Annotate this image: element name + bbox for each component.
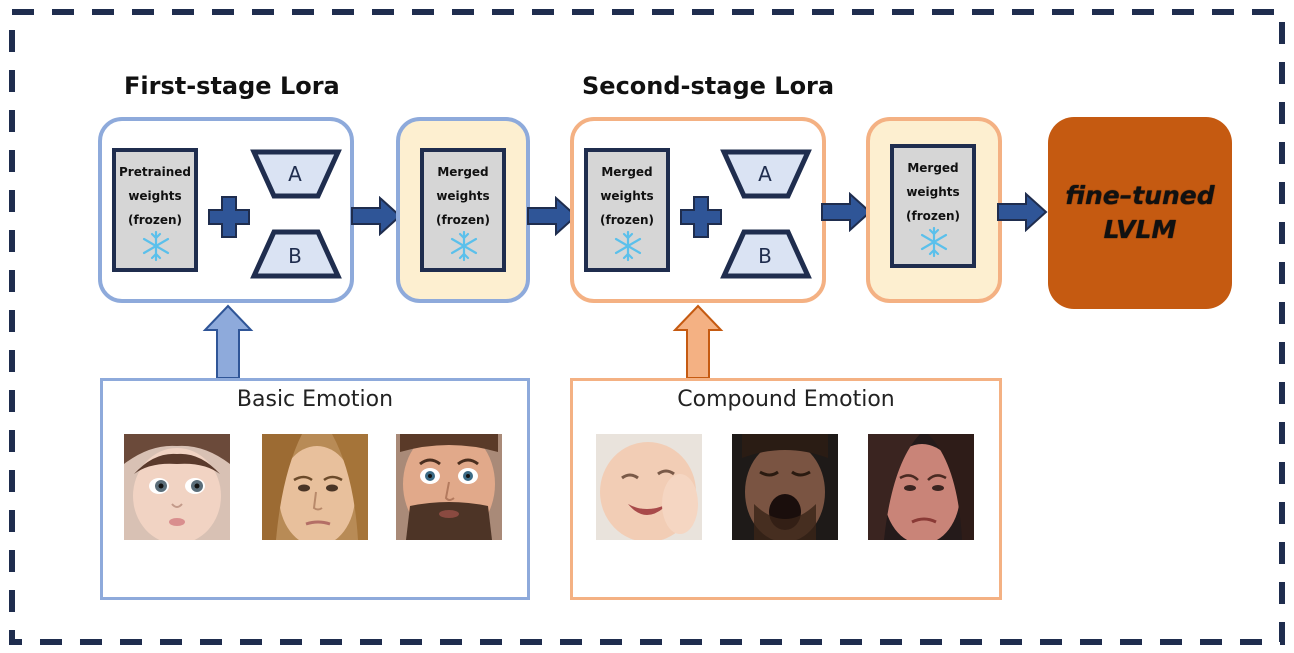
card-line: Merged xyxy=(437,165,489,179)
face-image-screaming-man xyxy=(732,434,838,540)
fine-tuned-lvlm-box: fine–tuned LVLM xyxy=(1048,117,1232,309)
adapter-b-label: B xyxy=(288,244,302,268)
card-line: Pretrained xyxy=(119,165,191,179)
first-stage-title: First-stage Lora xyxy=(124,72,340,100)
adapter-b-label: B xyxy=(758,244,772,268)
card-line: weights xyxy=(600,189,654,203)
face-image-pained-woman xyxy=(868,434,974,540)
final-model-line1: fine–tuned xyxy=(1065,181,1215,210)
card-line: (frozen) xyxy=(599,213,655,227)
merged-weights-card-3: Merged weights (frozen) xyxy=(890,144,976,268)
card-line: weights xyxy=(906,185,960,199)
adapter-a-label: A xyxy=(288,162,302,186)
adapter-b-trapezoid xyxy=(720,229,812,279)
final-model-line2: LVLM xyxy=(1103,215,1177,244)
up-arrow-icon xyxy=(202,304,254,379)
face-image-surprised-child xyxy=(124,434,230,540)
right-arrow-icon xyxy=(997,192,1048,232)
merged-weights-card-1: Merged weights (frozen) xyxy=(420,148,506,272)
card-line: Merged xyxy=(601,165,653,179)
adapter-b-trapezoid xyxy=(250,229,342,279)
face-image-laughing-baby xyxy=(596,434,702,540)
merged-weights-card-2: Merged weights (frozen) xyxy=(584,148,670,272)
right-arrow-icon xyxy=(527,196,578,236)
face-image-surprised-man xyxy=(396,434,502,540)
card-line: weights xyxy=(436,189,490,203)
card-line: (frozen) xyxy=(905,209,961,223)
pretrained-weights-card: Pretrained weights (frozen) xyxy=(112,148,198,272)
snowflake-icon xyxy=(142,230,170,262)
right-arrow-icon xyxy=(821,192,872,232)
card-line: Merged xyxy=(907,161,959,175)
second-stage-title: Second-stage Lora xyxy=(582,72,835,100)
adapter-a-trapezoid xyxy=(720,149,812,199)
card-line: (frozen) xyxy=(435,213,491,227)
plus-icon xyxy=(680,196,722,238)
snowflake-icon xyxy=(920,226,948,258)
snowflake-icon xyxy=(450,230,478,262)
snowflake-icon xyxy=(614,230,642,262)
adapter-a-trapezoid xyxy=(250,149,342,199)
face-image-sad-woman xyxy=(262,434,368,540)
basic-emotion-title: Basic Emotion xyxy=(236,387,394,412)
plus-icon xyxy=(208,196,250,238)
right-arrow-icon xyxy=(351,196,402,236)
up-arrow-icon xyxy=(672,304,724,379)
adapter-a-label: A xyxy=(758,162,772,186)
compound-emotion-title: Compound Emotion xyxy=(677,387,895,412)
card-line: (frozen) xyxy=(127,213,183,227)
card-line: weights xyxy=(128,189,182,203)
